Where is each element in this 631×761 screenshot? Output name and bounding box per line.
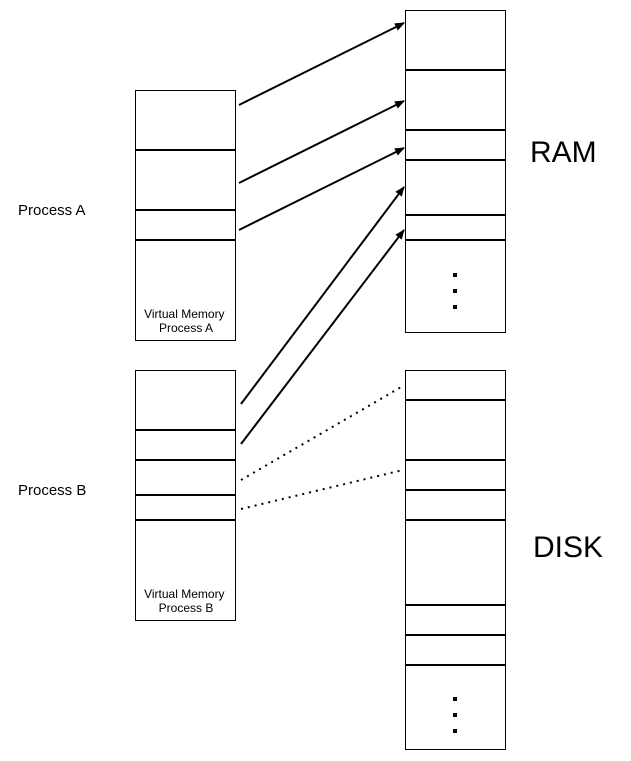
svg-text:Virtual Memory Process B: Virtual Memory Process B (144, 587, 228, 615)
disk-label: DISK (533, 531, 603, 564)
vm-a-caption-line2: Process A (159, 321, 213, 335)
virtual-memory-process-b: Virtual Memory Process B (135, 370, 236, 621)
mapping-dotted-b1 (240, 385, 404, 481)
mapping-arrow-a3 (238, 147, 405, 231)
disk-ellipsis-icon (453, 697, 457, 733)
mapping-arrow-b1 (240, 186, 405, 405)
mapping-dotted-b2 (240, 469, 404, 510)
vm-a-caption-line1: Virtual Memory (144, 307, 224, 321)
mapping-arrow-a1 (238, 22, 405, 106)
svg-text:Virtual Memory Process A: Virtual Memory Process A (144, 307, 228, 335)
vm-b-caption-line1: Virtual Memory (144, 587, 224, 601)
ram-box (405, 10, 506, 333)
process-a-label: Process A (18, 202, 86, 219)
virtual-memory-process-a: Virtual Memory Process A (135, 90, 236, 341)
mapping-arrow-a2 (238, 100, 405, 184)
process-b-label: Process B (18, 482, 86, 499)
ram-label: RAM (530, 136, 597, 169)
vm-b-caption-line2: Process B (159, 601, 214, 615)
disk-box (405, 370, 506, 750)
ram-ellipsis-icon (453, 273, 457, 309)
mapping-arrow-b2 (240, 229, 405, 445)
